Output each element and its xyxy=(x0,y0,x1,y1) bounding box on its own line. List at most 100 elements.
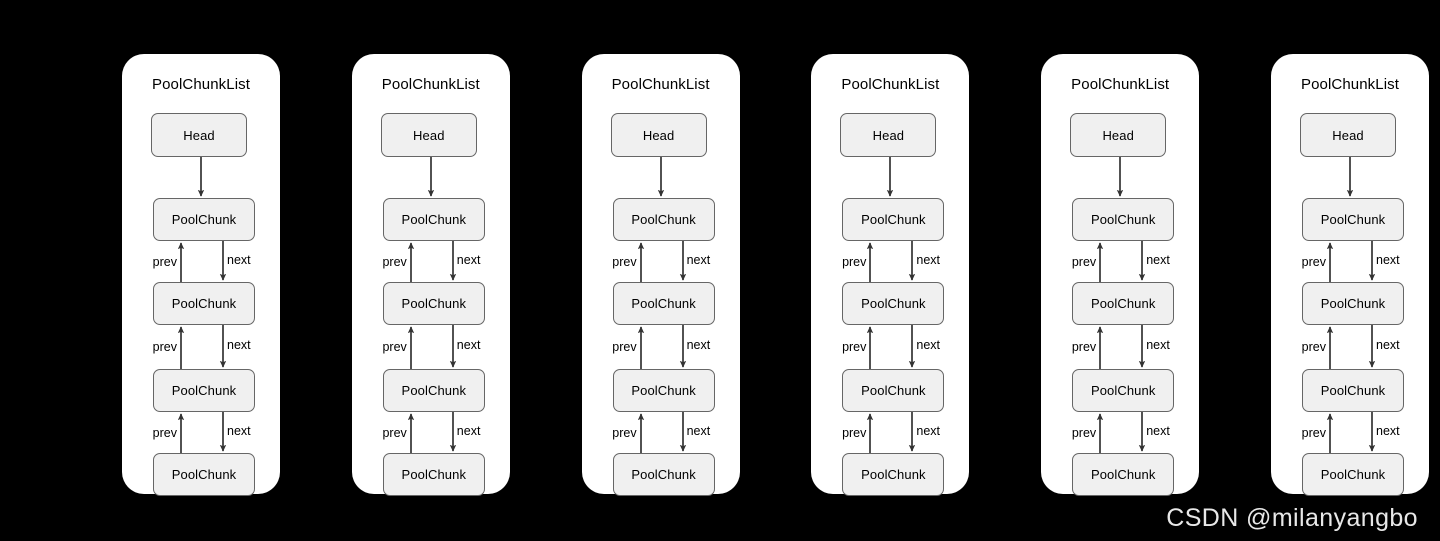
pool-chunk-node-label: PoolChunk xyxy=(631,467,696,482)
prev-edge-label: prev xyxy=(1071,254,1097,269)
head-node: Head xyxy=(1300,113,1396,157)
pool-chunk-node-label: PoolChunk xyxy=(171,296,237,311)
prev-edge-label: prev xyxy=(1071,425,1097,440)
pool-chunk-node: PoolChunk xyxy=(842,453,945,496)
head-node-label: Head xyxy=(872,127,905,143)
pool-chunk-node-label: PoolChunk xyxy=(401,383,467,398)
pool-chunk-node-label: PoolChunk xyxy=(1320,296,1386,311)
head-node-label: Head xyxy=(1102,127,1134,143)
pool-chunk-node-label: PoolChunk xyxy=(631,296,696,311)
head-node-label: Head xyxy=(1332,127,1364,143)
head-node-label: Head xyxy=(413,127,445,143)
pool-chunk-node: PoolChunk xyxy=(1302,453,1404,496)
pool-chunk-node: PoolChunk xyxy=(612,282,715,325)
pool-chunk-node-label: PoolChunk xyxy=(861,383,926,398)
prev-edge-label: prev xyxy=(152,425,177,440)
panel-title: PoolChunkList xyxy=(1071,76,1170,93)
pool-chunk-node: PoolChunk xyxy=(1072,198,1175,241)
head-node: Head xyxy=(1070,113,1167,157)
panel-title: PoolChunkList xyxy=(611,76,710,93)
next-edge-label: next xyxy=(227,423,251,438)
panel-title: PoolChunkList xyxy=(841,76,940,93)
panel-title: PoolChunkList xyxy=(381,76,480,93)
pool-chunk-node: PoolChunk xyxy=(382,282,485,325)
prev-edge-label: prev xyxy=(152,340,177,354)
next-edge-label: next xyxy=(686,423,711,438)
pool-chunk-node-label: PoolChunk xyxy=(171,212,237,227)
pool-chunk-node-label: PoolChunk xyxy=(1320,212,1386,227)
next-edge-label: next xyxy=(227,338,251,352)
head-node: Head xyxy=(380,113,477,157)
next-edge-label: next xyxy=(916,252,941,267)
next-edge-label: next xyxy=(686,252,711,267)
prev-edge-label: prev xyxy=(152,254,177,269)
next-edge-label: next xyxy=(456,338,481,352)
pool-chunk-node-label: PoolChunk xyxy=(861,296,926,311)
prev-edge-label: prev xyxy=(382,254,407,269)
prev-edge-label: prev xyxy=(1071,340,1097,354)
next-edge-label: next xyxy=(916,338,941,352)
pool-chunk-node-label: PoolChunk xyxy=(401,212,467,227)
prev-edge-label: prev xyxy=(1301,340,1326,354)
prev-edge-label: prev xyxy=(382,425,407,440)
prev-edge-label: prev xyxy=(382,340,407,354)
pool-chunk-node-label: PoolChunk xyxy=(631,212,696,227)
pool-chunk-node: PoolChunk xyxy=(1302,369,1404,412)
pool-chunk-node-label: PoolChunk xyxy=(171,467,237,482)
head-node-label: Head xyxy=(183,127,215,143)
prev-edge-label: prev xyxy=(1301,254,1326,269)
pool-chunk-node-label: PoolChunk xyxy=(1090,296,1156,311)
pool-chunk-node-label: PoolChunk xyxy=(171,383,237,398)
pool-chunk-node-label: PoolChunk xyxy=(861,212,926,227)
prev-edge-label: prev xyxy=(842,425,867,440)
next-edge-label: next xyxy=(456,423,481,438)
pool-chunk-node-label: PoolChunk xyxy=(1320,467,1386,482)
pool-chunk-node: PoolChunk xyxy=(1072,282,1175,325)
panel-title: PoolChunkList xyxy=(1300,76,1400,93)
next-edge-label: next xyxy=(227,252,251,267)
pool-chunk-node: PoolChunk xyxy=(612,369,715,412)
next-edge-label: next xyxy=(1146,252,1170,267)
next-edge-label: next xyxy=(1146,338,1170,352)
next-edge-label: next xyxy=(1146,423,1170,438)
pool-chunk-node: PoolChunk xyxy=(153,369,255,412)
head-node: Head xyxy=(840,113,937,157)
pool-chunk-node: PoolChunk xyxy=(153,453,255,496)
next-edge-label: next xyxy=(1376,338,1400,352)
pool-chunk-node-label: PoolChunk xyxy=(1090,467,1156,482)
pool-chunk-node: PoolChunk xyxy=(842,282,945,325)
prev-edge-label: prev xyxy=(612,425,637,440)
pool-chunk-node: PoolChunk xyxy=(382,198,485,241)
prev-edge-label: prev xyxy=(612,340,637,354)
next-edge-label: next xyxy=(1376,423,1400,438)
pool-chunk-node: PoolChunk xyxy=(153,282,255,325)
pool-chunk-node: PoolChunk xyxy=(1302,282,1404,325)
pool-chunk-node: PoolChunk xyxy=(1072,453,1175,496)
pool-chunk-node: PoolChunk xyxy=(1072,369,1175,412)
next-edge-label: next xyxy=(1376,252,1400,267)
prev-edge-label: prev xyxy=(612,254,637,269)
pool-chunk-node: PoolChunk xyxy=(153,198,255,241)
prev-edge-label: prev xyxy=(1301,425,1326,440)
pool-chunk-node: PoolChunk xyxy=(842,198,945,241)
prev-edge-label: prev xyxy=(842,254,867,269)
next-edge-label: next xyxy=(916,423,941,438)
pool-chunk-node: PoolChunk xyxy=(382,369,485,412)
pool-chunk-node: PoolChunk xyxy=(382,453,485,496)
pool-chunk-node-label: PoolChunk xyxy=(1090,212,1156,227)
pool-chunk-node-label: PoolChunk xyxy=(401,296,467,311)
next-edge-label: next xyxy=(456,252,481,267)
pool-chunk-node: PoolChunk xyxy=(1302,198,1404,241)
pool-chunk-node: PoolChunk xyxy=(842,369,945,412)
pool-chunk-node: PoolChunk xyxy=(612,198,715,241)
head-node: Head xyxy=(610,113,707,157)
pool-chunk-node-label: PoolChunk xyxy=(861,467,926,482)
panel-title: PoolChunkList xyxy=(151,76,251,93)
